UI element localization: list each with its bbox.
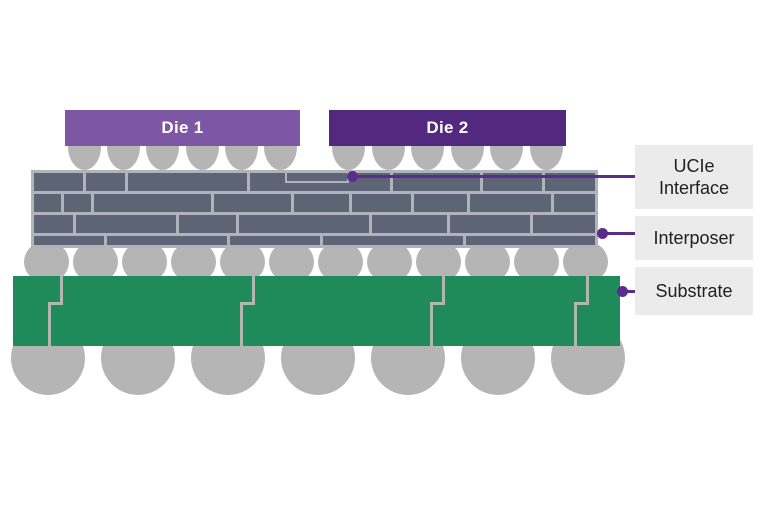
substrate-trace-step (240, 302, 255, 305)
microbump (529, 146, 563, 170)
substrate-trace-vertical-top (252, 276, 255, 302)
substrate-trace-vertical-top (586, 276, 589, 302)
callout-substrate-label: Substrate (655, 280, 733, 301)
substrate-trace-vertical-bottom (430, 305, 433, 346)
interposer-brick (414, 194, 467, 212)
interposer-brick (450, 215, 530, 233)
substrate-leader-dot (617, 286, 628, 297)
substrate-leader-line (623, 290, 635, 293)
substrate-trace-vertical-top (60, 276, 63, 302)
interposer-brick (86, 173, 125, 191)
interposer-leader-line (603, 232, 635, 235)
die-1-label: Die 1 (161, 118, 204, 137)
microbump (371, 146, 405, 170)
callout-ucie-interface-label: UCIe Interface (658, 155, 730, 199)
callout-ucie-interface: UCIe Interface (635, 145, 753, 209)
interposer-brick (470, 194, 551, 212)
microbump (450, 146, 484, 170)
microbump (146, 146, 180, 170)
interposer-brick (554, 194, 595, 212)
substrate-trace-vertical-bottom (48, 305, 51, 346)
ucie-leader-line (353, 175, 635, 178)
substrate-trace-step (48, 302, 63, 305)
substrate-trace-step (574, 302, 589, 305)
interposer-brick (94, 194, 211, 212)
microbump (68, 146, 102, 170)
interposer-brick (34, 173, 83, 191)
callout-interposer-label: Interposer (653, 227, 735, 248)
interposer-brick (214, 194, 291, 212)
microbump (490, 146, 524, 170)
die-1-block: Die 1 (65, 110, 300, 146)
interposer-brick (466, 236, 595, 245)
interposer-leader-dot (597, 228, 608, 239)
interposer-brick (533, 215, 595, 233)
interposer-brick (179, 215, 236, 233)
callout-substrate: Substrate (635, 267, 753, 315)
die-2-label: Die 2 (426, 118, 469, 137)
interposer-brick (128, 173, 247, 191)
interposer-brick (64, 194, 91, 212)
microbump (107, 146, 141, 170)
interposer-brick (372, 215, 447, 233)
interposer-brick (294, 194, 349, 212)
die-2-block: Die 2 (329, 110, 566, 146)
substrate-trace-vertical-bottom (240, 305, 243, 346)
interposer-brick (34, 236, 104, 245)
substrate-layer (13, 276, 620, 346)
interposer-brick (34, 215, 73, 233)
interposer-brick (107, 236, 227, 245)
ucie-interface-region (285, 173, 349, 183)
interposer-brick (230, 236, 320, 245)
interposer-brick (323, 236, 463, 245)
substrate-trace-step (430, 302, 445, 305)
interposer-brick (34, 194, 61, 212)
microbump (185, 146, 219, 170)
substrate-trace-vertical-top (442, 276, 445, 302)
microbump (332, 146, 366, 170)
interposer-brick (352, 194, 411, 212)
callout-interposer: Interposer (635, 216, 753, 260)
substrate-trace-vertical-bottom (574, 305, 577, 346)
microbump (411, 146, 445, 170)
interposer-brick (239, 215, 369, 233)
microbump (263, 146, 297, 170)
microbump (224, 146, 258, 170)
interposer-layer (31, 170, 598, 248)
ucie-leader-dot (347, 171, 358, 182)
interposer-brick (76, 215, 176, 233)
